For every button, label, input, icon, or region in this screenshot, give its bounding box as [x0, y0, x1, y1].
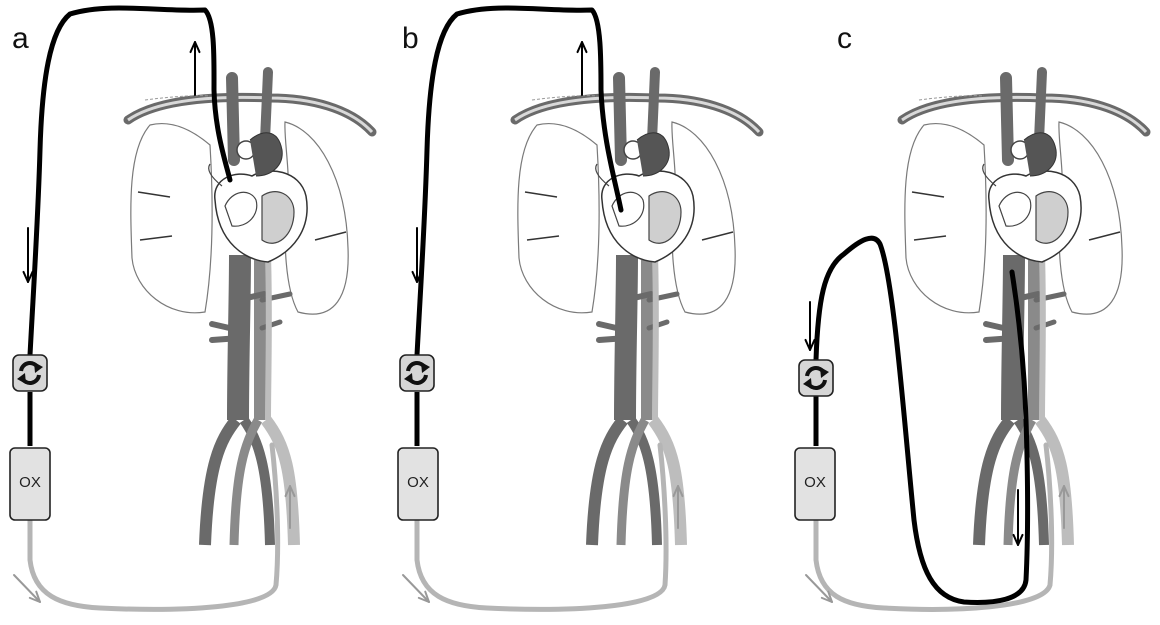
right-lung [131, 124, 212, 313]
right-lung [518, 124, 599, 313]
pump-icon [799, 360, 833, 396]
svc-vessel [619, 78, 621, 160]
panel-b: b OX [387, 0, 774, 625]
anatomy-illustration [128, 72, 372, 545]
panel-a-oxygenator-label: OX [10, 474, 50, 491]
panel-a: a OX [0, 0, 387, 625]
svc-vessel [232, 78, 234, 160]
panel-c: c OX [774, 0, 1160, 625]
panel-c-diagram [774, 0, 1160, 625]
anatomy-illustration [902, 72, 1146, 545]
flow-arrow-icon [24, 228, 33, 282]
panel-b-oxygenator-label: OX [398, 474, 438, 491]
panel-a-diagram [0, 0, 387, 625]
panel-b-diagram [387, 0, 774, 625]
flow-arrow-icon [806, 302, 815, 350]
pump-icon [400, 355, 434, 391]
panel-c-oxygenator-label: OX [795, 474, 835, 491]
flow-arrow-icon [578, 42, 587, 95]
pump-icon [13, 355, 47, 391]
panel-a-label: a [12, 22, 29, 56]
anatomy-illustration [515, 72, 759, 545]
panel-b-label: b [402, 22, 419, 56]
flow-arrow-icon [191, 42, 200, 95]
right-lung [905, 124, 986, 313]
svc-vessel [1006, 78, 1008, 160]
panel-c-label: c [837, 22, 852, 56]
